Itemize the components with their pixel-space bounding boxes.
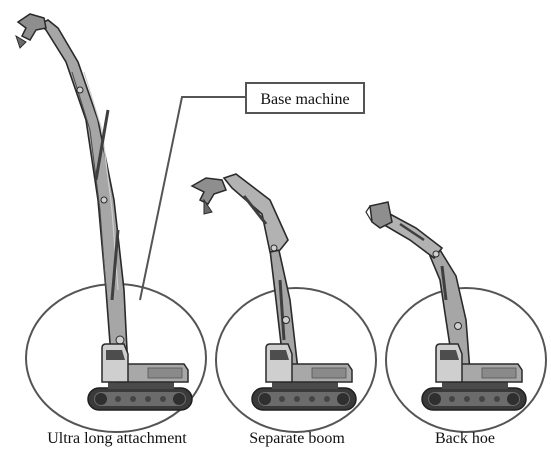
ultra-long-boom [40,20,128,370]
crusher-attachment-2 [192,178,226,214]
crusher-attachment-1 [16,14,46,48]
bucket-attachment [366,202,392,228]
label-ultra-long-attachment: Ultra long attachment [47,430,187,447]
label-back-hoe: Back hoe [435,430,495,447]
label-separate-boom: Separate boom [249,430,345,447]
separate-boom-arm [224,174,298,370]
machine-ultra-long-attachment [16,14,206,432]
machine-back-hoe [366,202,546,432]
callout-leader-line [140,97,246,300]
callout-label: Base machine [260,91,349,108]
machine-separate-boom [192,174,376,432]
